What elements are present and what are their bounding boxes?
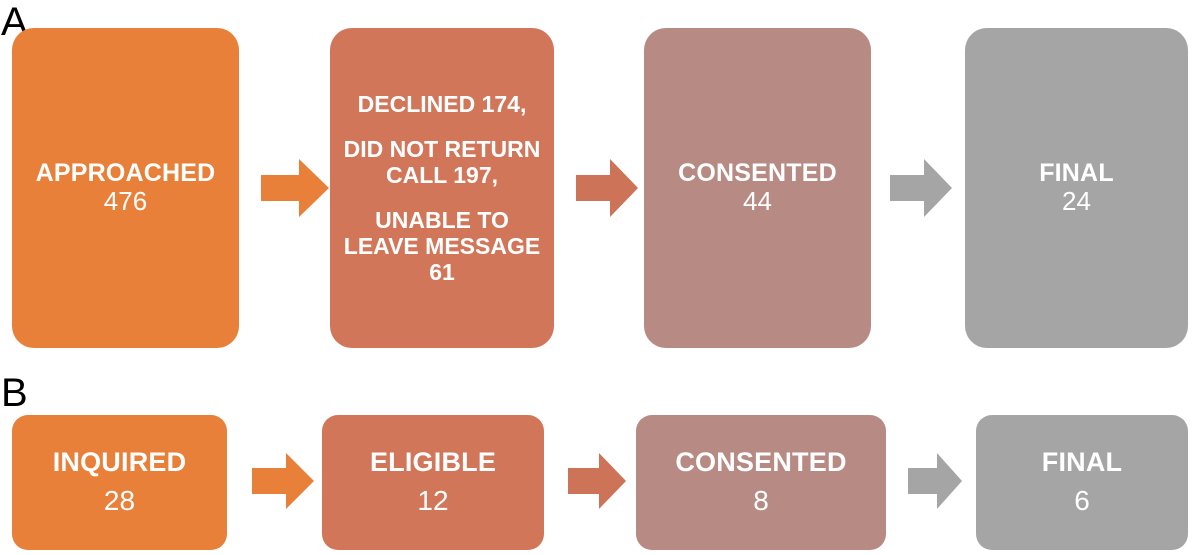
flow-box-final-b[interactable]: FINAL 6 (976, 415, 1188, 550)
panel-b-letter: B (1, 371, 28, 415)
exclusion-reason-no-return-call: DID NOT RETURN CALL 197, (343, 136, 541, 189)
flow-box-consented-a[interactable]: CONSENTED 44 (644, 28, 871, 348)
arrow-consented-to-final-b (908, 452, 962, 510)
flow-box-label: FINAL (1039, 158, 1114, 187)
exclusion-reason-unable-to-leave-message: UNABLE TO LEAVE MESSAGE 61 (343, 207, 541, 285)
flow-box-value: 8 (753, 484, 769, 516)
flow-box-label: ELIGIBLE (369, 447, 497, 478)
flow-box-consented-b[interactable]: CONSENTED 8 (636, 415, 886, 550)
arrow-consented-to-final-a (890, 158, 952, 218)
flow-box-value: 476 (103, 186, 148, 217)
flow-box-label: APPROACHED (35, 158, 216, 187)
flow-box-value: 28 (103, 484, 136, 516)
flow-box-value: 6 (1074, 484, 1090, 516)
flow-box-value: 12 (417, 484, 449, 516)
flow-box-approached[interactable]: APPROACHED 476 (12, 28, 239, 348)
arrow-inquired-to-eligible (252, 452, 314, 510)
flow-box-inquired[interactable]: INQUIRED 28 (12, 415, 227, 550)
arrow-declined-to-consented (576, 158, 638, 218)
flow-box-label: FINAL (1041, 447, 1123, 478)
flow-box-final-a[interactable]: FINAL 24 (965, 28, 1188, 348)
arrow-approached-to-declined (261, 158, 329, 218)
flow-box-eligible[interactable]: ELIGIBLE 12 (322, 415, 544, 550)
flow-box-exclusion-reasons[interactable]: DECLINED 174, DID NOT RETURN CALL 197, U… (330, 28, 554, 348)
flow-box-label: CONSENTED (678, 158, 837, 187)
exclusion-reason-declined: DECLINED 174, (357, 91, 527, 118)
flow-box-value: 24 (1062, 186, 1091, 217)
flow-box-label: INQUIRED (52, 447, 187, 478)
arrow-eligible-to-consented (568, 452, 626, 510)
flow-box-label: CONSENTED (675, 447, 847, 478)
flow-box-value: 44 (743, 186, 772, 217)
